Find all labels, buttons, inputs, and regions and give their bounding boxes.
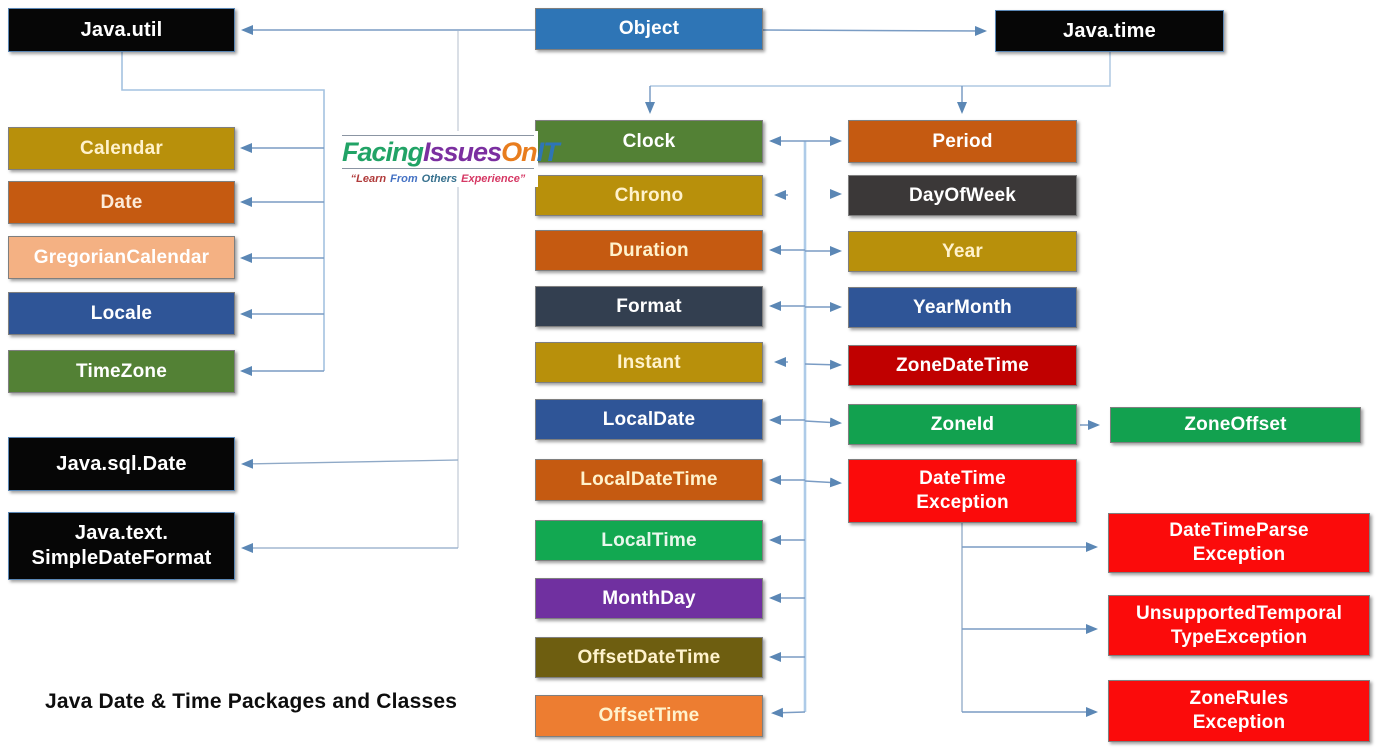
logo-part-facing: Facing bbox=[342, 137, 424, 167]
node-timezone: TimeZone bbox=[8, 350, 235, 393]
node-dayofweek: DayOfWeek bbox=[848, 175, 1077, 216]
logo-part-it: IT bbox=[536, 137, 560, 167]
logo-top-rule bbox=[342, 135, 534, 136]
node-localdate: LocalDate bbox=[535, 399, 763, 440]
node-object: Object bbox=[535, 8, 763, 50]
tagline-word: From bbox=[390, 173, 418, 186]
node-yearmonth: YearMonth bbox=[848, 287, 1077, 328]
node-zonerules-exception: ZoneRules Exception bbox=[1108, 680, 1370, 742]
node-offsetdatetime: OffsetDateTime bbox=[535, 637, 763, 678]
node-calendar: Calendar bbox=[8, 127, 235, 170]
node-chrono: Chrono bbox=[535, 175, 763, 216]
node-zonedatetime: ZoneDateTime bbox=[848, 345, 1077, 386]
logo-part-on: On bbox=[501, 137, 537, 167]
diagram-title: Java Date & Time Packages and Classes bbox=[45, 690, 458, 713]
logo-part-issues: Issues bbox=[423, 137, 502, 167]
node-datetime-exception: DateTime Exception bbox=[848, 459, 1077, 523]
logo-bottom-rule bbox=[342, 168, 534, 170]
node-java-sql-date: Java.sql.Date bbox=[8, 437, 235, 491]
node-clock: Clock bbox=[535, 120, 763, 163]
tagline-word: “Learn bbox=[350, 173, 387, 186]
node-monthday: MonthDay bbox=[535, 578, 763, 619]
node-java-util: Java.util bbox=[8, 8, 235, 52]
node-gregorian-calendar: GregorianCalendar bbox=[8, 236, 235, 279]
tagline-word: Others bbox=[421, 173, 458, 186]
node-zoneoffset: ZoneOffset bbox=[1110, 407, 1361, 443]
node-localdatetime: LocalDateTime bbox=[535, 459, 763, 501]
node-period: Period bbox=[848, 120, 1077, 163]
node-java-text-simpledateformat: Java.text. SimpleDateFormat bbox=[8, 512, 235, 580]
node-datetimeparse-exception: DateTimeParse Exception bbox=[1108, 513, 1370, 573]
node-offsettime: OffsetTime bbox=[535, 695, 763, 737]
logo-wordmark: FacingIssuesOnIT bbox=[342, 137, 560, 167]
node-localtime: LocalTime bbox=[535, 520, 763, 561]
node-year: Year bbox=[848, 231, 1077, 272]
node-date: Date bbox=[8, 181, 235, 224]
node-format: Format bbox=[535, 286, 763, 327]
node-java-time: Java.time bbox=[995, 10, 1224, 52]
node-locale: Locale bbox=[8, 292, 235, 335]
node-unsupportedtemporal-exception: UnsupportedTemporal TypeException bbox=[1108, 595, 1370, 656]
node-zoneid: ZoneId bbox=[848, 404, 1077, 445]
node-instant: Instant bbox=[535, 342, 763, 383]
node-duration: Duration bbox=[535, 230, 763, 271]
tagline-word: Experience” bbox=[461, 173, 526, 186]
